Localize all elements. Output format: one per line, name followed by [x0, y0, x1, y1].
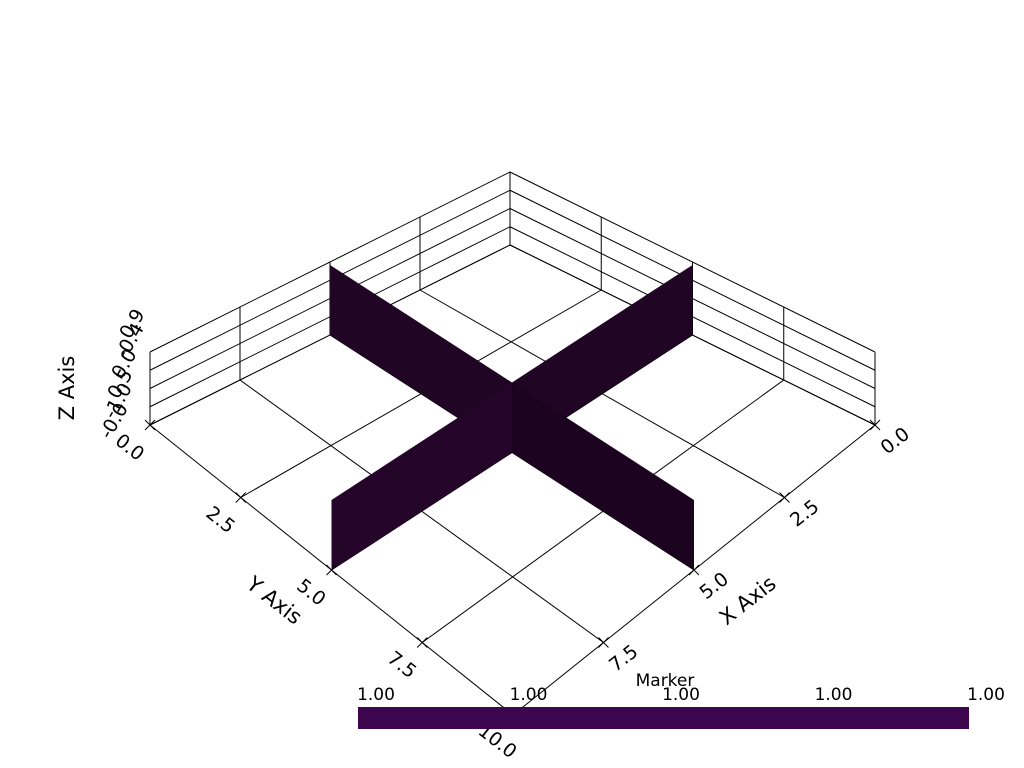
y-tick — [235, 492, 247, 503]
y-tick — [144, 419, 156, 431]
plane-back-right — [512, 265, 693, 453]
x-tick — [779, 492, 790, 503]
x-tick-label: 5.0 — [696, 568, 733, 604]
tick-labels: 0.02.55.07.50.02.55.07.510.0-0.0-1.00.50… — [95, 305, 914, 763]
colorbar: Marker 1.00 1.00 1.00 1.00 1.00 — [357, 671, 1005, 729]
plane-back-left — [330, 265, 512, 453]
colorbar-title: Marker — [636, 671, 695, 691]
y-axis-title: Y Axis — [241, 571, 306, 629]
colorbar-bar — [358, 707, 969, 729]
surface-planes — [330, 265, 694, 570]
plane-front-right — [512, 382, 694, 570]
x-tick-label: 2.5 — [786, 495, 823, 531]
tick-marks — [144, 419, 881, 721]
x-tick — [869, 419, 881, 431]
z-axis-title: Z Axis — [55, 356, 79, 421]
y-tick-label: 7.5 — [383, 647, 420, 683]
x-tick — [598, 637, 609, 648]
colorbar-label: 1.00 — [967, 685, 1005, 705]
x-tick-label: 0.0 — [877, 423, 914, 459]
y-tick — [326, 564, 337, 576]
y-tick-label: 2.5 — [202, 502, 239, 538]
colorbar-label: 1.00 — [357, 685, 395, 705]
plane-front-left — [331, 382, 512, 570]
y-tick — [416, 637, 428, 648]
colorbar-label: 1.00 — [510, 685, 548, 705]
colorbar-label: 1.00 — [815, 685, 853, 705]
colorbar-labels: 1.00 1.00 1.00 1.00 1.00 — [357, 685, 1005, 705]
colorbar-label: 1.00 — [662, 685, 700, 705]
x-tick — [688, 564, 700, 576]
